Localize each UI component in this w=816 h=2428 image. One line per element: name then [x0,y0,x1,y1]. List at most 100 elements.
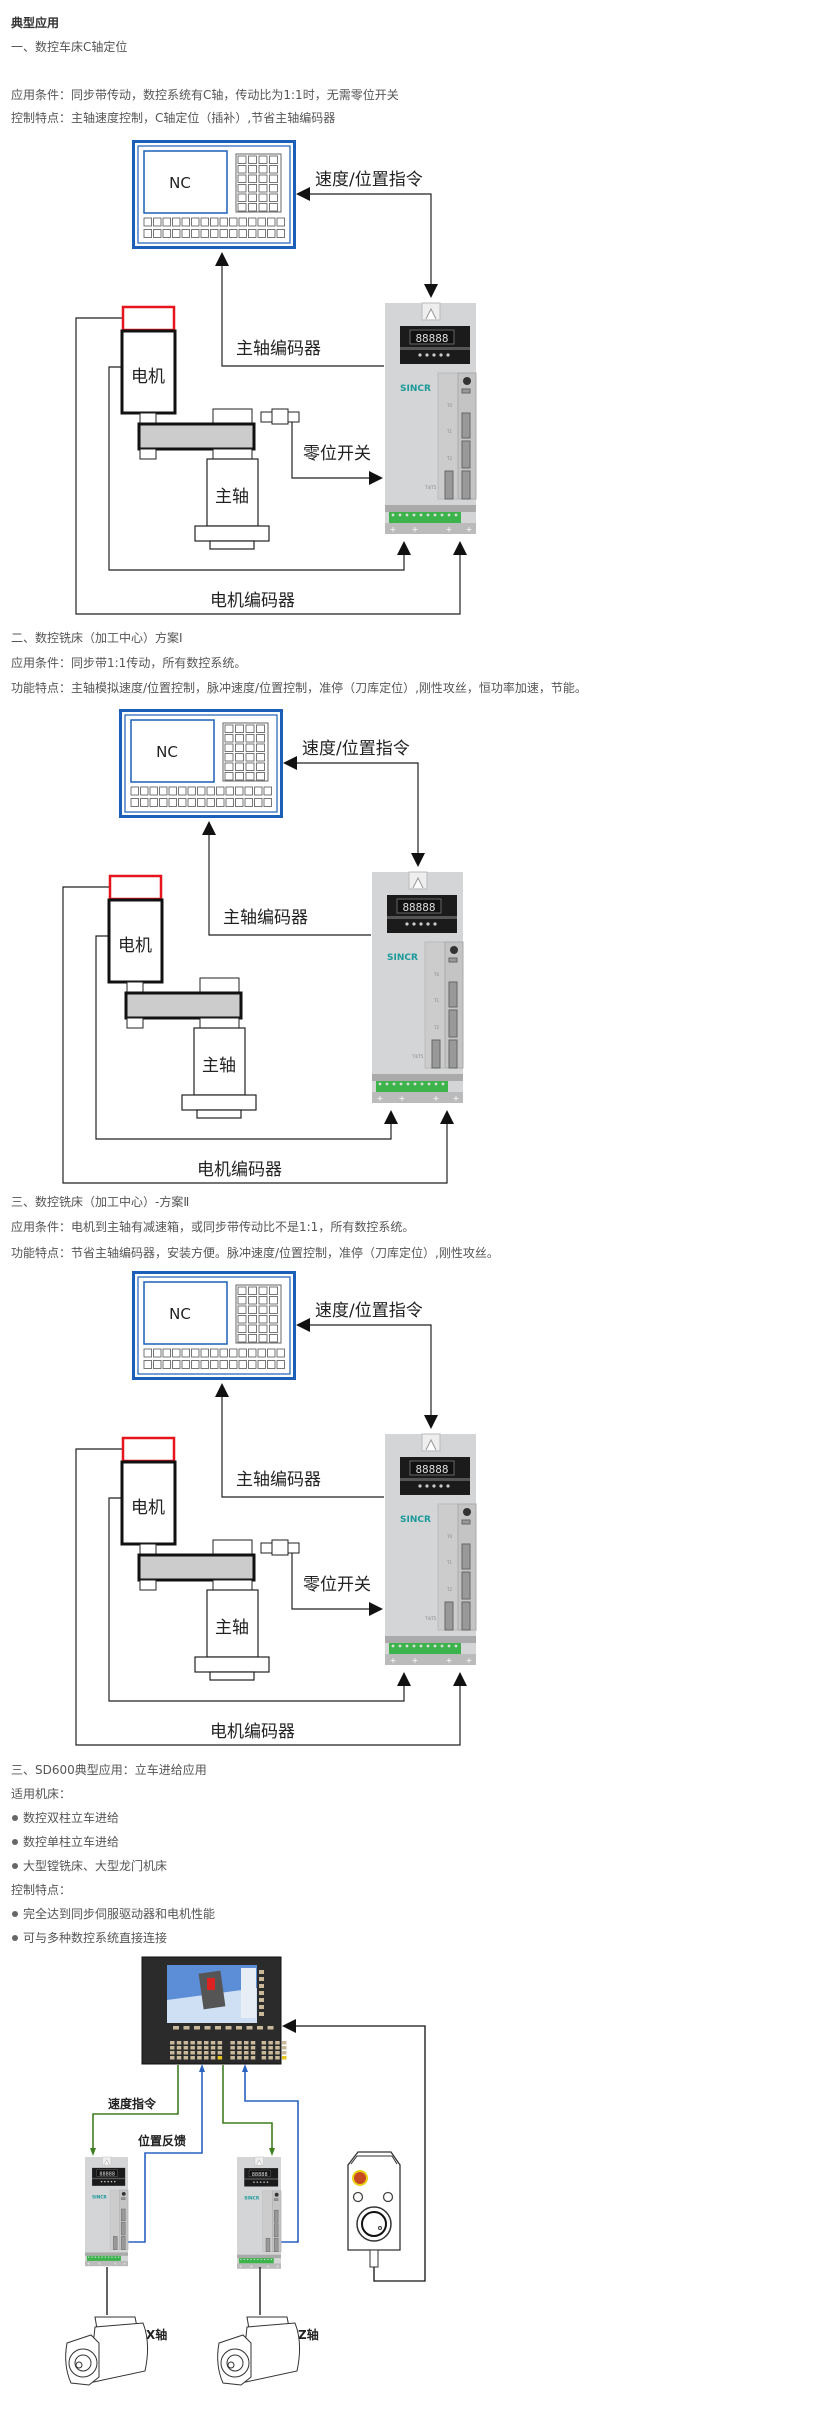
nc-key [248,1296,257,1305]
nc-screen [143,150,228,214]
svg-text:+: + [266,2264,269,2269]
nc-key [269,1334,278,1343]
cnc-key [244,2041,249,2045]
cnc-key [176,2041,182,2045]
drive-brand-logo: SINCR [92,2195,107,2201]
nc-key [143,1360,152,1369]
section2-feature: 功能特点：主轴模拟速度/位置控制，脉冲速度/位置控制，准停（刀库定位）,刚性攻丝… [11,681,587,695]
nc-key [172,1360,181,1369]
nc-key [187,798,196,807]
drive-port-label: T4/T5 [424,485,437,490]
zero-switch-line [291,1553,370,1610]
nc-key [235,724,244,733]
nc-key [248,1286,257,1295]
nc-key [187,786,196,796]
arrow-left-icon [283,756,297,770]
nc-key [258,203,268,212]
timing-belt [124,991,243,1020]
spindle-encoder-line [221,1395,384,1498]
cnc-key [204,2046,209,2050]
cnc-key [170,2041,175,2045]
nc-key [168,798,177,807]
machine-list-item: 大型镗铣床、大型龙门机床 [11,1858,167,1874]
cnc-key [204,2041,209,2045]
drive-terminal-block [376,1081,448,1092]
drive-port-label: T0 [446,403,452,408]
drive-brand-logo: SINCR [244,2196,260,2202]
nc-key [244,798,253,807]
nc-key [258,1315,268,1324]
nc-key [216,798,225,807]
nc-key [219,217,228,227]
speed-command-label: 速度指令 [108,2096,157,2111]
nc-label: NC [169,1305,191,1323]
nc-key [269,184,278,193]
drive-key-button [446,1484,450,1488]
nc-key [238,229,247,238]
nc-key [153,229,162,238]
arrow-up-icon [397,541,411,555]
nc-key [210,1348,219,1358]
machine-list-item: 数控单柱立车进给 [11,1834,119,1850]
nc-key [258,1286,268,1295]
drive-key-button [110,2180,113,2183]
nc-key [267,229,276,238]
speed-position-command-label: 速度/位置指令 [302,739,410,759]
nc-label: NC [156,743,178,761]
cnc-key [190,2041,195,2045]
nc-key [172,229,181,238]
drive-terminal-block [238,2258,274,2264]
drive-port-connector [121,2236,126,2250]
cnc-key [183,2041,189,2045]
speed-position-command-line [295,762,419,857]
motor-feedback-line [108,366,405,571]
drive-key-button [418,1484,422,1488]
cnc-key [190,2046,195,2050]
arrow-left-icon [296,1318,310,1332]
cnc-key [282,2056,287,2060]
nc-key [153,1348,162,1358]
arrow-up-icon [453,541,467,555]
nc-key [181,1348,190,1358]
drive-port-connector [431,1039,441,1069]
svg-text:+: + [433,1094,440,1103]
section2-title: 二、数控铣床（加工中心）方案Ⅰ [11,631,183,645]
nc-key [200,1360,209,1369]
drive-key-button [446,353,450,357]
cnc-key [190,2056,195,2060]
nc-key [248,1305,257,1314]
cnc-key [183,2051,189,2055]
nc-key [248,1348,257,1358]
cnc-key [217,2056,223,2060]
nc-key [237,174,247,183]
nc-key [162,217,171,227]
nc-key [153,217,162,227]
nc-key [178,798,187,807]
nc-key [245,734,255,743]
nc-key [206,786,215,796]
drive-key-button [266,2181,269,2183]
cnc-key [261,2051,267,2055]
cnc-key [204,2051,209,2055]
cnc-key [282,2041,287,2045]
nc-key [256,743,265,752]
nc-key [258,184,268,193]
svg-text:+: + [390,525,397,534]
nc-key [245,753,255,762]
nc-key [235,772,244,781]
arrow-up-icon [453,1672,467,1686]
motor-feedback-line [108,1497,405,1702]
cnc-key [275,2056,280,2060]
cnc-key [230,2046,235,2050]
nc-key [235,734,244,743]
nc-controller: NC [132,140,296,249]
speed-command-line-x [92,2065,179,2148]
nc-key [245,762,255,771]
cnc-key [210,2046,216,2050]
drive-key-button [426,922,430,926]
drive-key-button [439,353,443,357]
nc-key [140,786,149,796]
drive-key-button [432,353,436,357]
